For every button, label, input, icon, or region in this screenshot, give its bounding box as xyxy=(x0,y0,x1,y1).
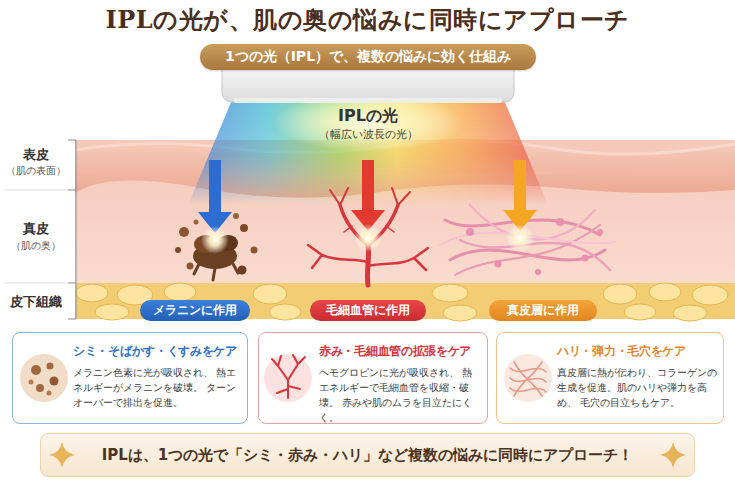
subtitle-text: 1つの光（IPL）で、複数の悩みに効く仕組み xyxy=(225,48,511,66)
summary-banner: IPLは、1つの光で「シミ・赤み・ハリ」など複数の悩みに同時にアプローチ！ xyxy=(40,433,695,477)
beam-sublabel: （幅広い波長の光） xyxy=(319,127,418,142)
cell xyxy=(495,261,502,268)
collagen-icon xyxy=(504,354,552,402)
fat-cell xyxy=(269,304,301,320)
summary-text: IPLは、1つの光で「シミ・赤み・ハリ」など複数の悩みに同時にアプローチ！ xyxy=(102,446,634,465)
melanin-dot xyxy=(194,220,199,225)
spot xyxy=(36,384,44,392)
tag-text: メラニンに作用 xyxy=(153,302,237,319)
effect-card: ハリ・弾力・毛穴をケア真皮層に熱が伝わり、コラーゲンの 生成を促進。肌のハリや弾… xyxy=(496,332,724,424)
cell xyxy=(466,228,474,236)
cell xyxy=(535,269,541,275)
bracket-tick xyxy=(68,319,76,320)
card-body: 真皮層に熱が伝わり、コラーゲンの 生成を促進。肌のハリや弾力を高め、 毛穴の目立… xyxy=(557,365,717,410)
red-arrow xyxy=(351,160,385,231)
orange-arrow xyxy=(503,160,537,231)
target-tag: 真皮層に作用 xyxy=(489,300,597,321)
effect-card: 赤み・毛細血管の拡張をケアヘモグロビンに光が吸収され、 熱エネルギーで毛細血管を… xyxy=(258,332,488,424)
card-body: ヘモグロビンに光が吸収され、 熱エネルギーで毛細血管を収縮・破壊。 赤みや肌のム… xyxy=(319,365,481,425)
card-heading: ハリ・弾力・毛穴をケア xyxy=(557,343,717,360)
layer-divider xyxy=(4,283,68,284)
capillary-branch xyxy=(368,248,428,270)
cell xyxy=(582,255,589,262)
layer-sublabel: （肌の表面） xyxy=(6,165,66,178)
effect-card: シミ・そばかす・くすみをケアメラニン色素に光が吸収され、 熱エネルギーがメラニン… xyxy=(12,332,248,424)
icon-circle xyxy=(20,354,68,402)
capillary-symbol xyxy=(272,355,305,398)
fat-cell xyxy=(443,305,477,321)
spot-icon xyxy=(20,354,68,402)
fibroblast-cells xyxy=(466,218,603,275)
melanin-drip xyxy=(194,262,238,280)
icon-circle xyxy=(504,354,552,402)
fat-cell xyxy=(603,284,637,304)
subtitle-pill: 1つの光（IPL）で、複数の悩みに効く仕組み xyxy=(200,44,536,70)
layer-sublabel: （肌の奥） xyxy=(11,240,61,253)
mesh-symbol xyxy=(510,362,546,396)
fat-cell xyxy=(432,284,468,302)
spot xyxy=(47,391,52,396)
spot xyxy=(31,365,41,375)
target-tag: メラニンに作用 xyxy=(140,300,250,321)
layer-label: 真皮 xyxy=(23,220,49,238)
impact-glow xyxy=(506,224,534,252)
card-heading: シミ・そばかす・くすみをケア xyxy=(73,343,241,360)
card-body: メラニン色素に光が吸収され、 熱エネルギーがメラニンを破壊。 ターンオーバーで排… xyxy=(73,365,241,410)
cell xyxy=(556,218,564,226)
tag-text: 毛細血管に作用 xyxy=(326,302,410,319)
bracket-tick xyxy=(68,283,76,284)
bracket-tick xyxy=(68,140,76,141)
layer-bracket xyxy=(4,140,76,319)
layer-label: 皮下組織 xyxy=(10,293,62,311)
melanin-dot xyxy=(179,227,189,237)
blue-arrow xyxy=(198,160,232,233)
melanin-dot xyxy=(233,213,239,219)
melanin-dot xyxy=(187,263,194,270)
impact-glow xyxy=(201,226,229,254)
fat-cell xyxy=(649,283,681,301)
melanin-dot xyxy=(251,247,258,254)
diagram-title: IPLの光が、肌の奥の悩みに同時にアプローチ xyxy=(0,4,735,36)
fat-cell xyxy=(164,283,196,301)
melanin-dot xyxy=(240,224,248,232)
spot xyxy=(50,377,59,386)
fat-cell xyxy=(253,284,287,304)
layer-divider xyxy=(4,190,68,191)
melanin-dot xyxy=(175,247,181,253)
tag-text: 真皮層に作用 xyxy=(507,302,579,319)
bracket-line xyxy=(76,140,77,319)
target-tag: 毛細血管に作用 xyxy=(310,300,426,321)
cell xyxy=(597,229,603,235)
capillary-icon xyxy=(264,354,312,402)
fat-cell xyxy=(692,285,728,305)
melanin-dot xyxy=(238,266,247,275)
fat-cell xyxy=(76,284,108,302)
layer-label: 表皮 xyxy=(23,146,49,164)
spot xyxy=(29,380,34,385)
fat-cells xyxy=(76,283,728,321)
fat-cell xyxy=(673,305,707,321)
impact-glow xyxy=(354,224,382,252)
icon-circle xyxy=(264,354,312,402)
device-window xyxy=(234,98,502,103)
beam-label: IPLの光 xyxy=(338,106,398,127)
fat-cell xyxy=(624,304,656,320)
spot xyxy=(47,363,54,370)
card-heading: 赤み・毛細血管の拡張をケア xyxy=(319,343,481,360)
bracket-tick xyxy=(68,190,76,191)
fat-cell xyxy=(95,304,129,320)
